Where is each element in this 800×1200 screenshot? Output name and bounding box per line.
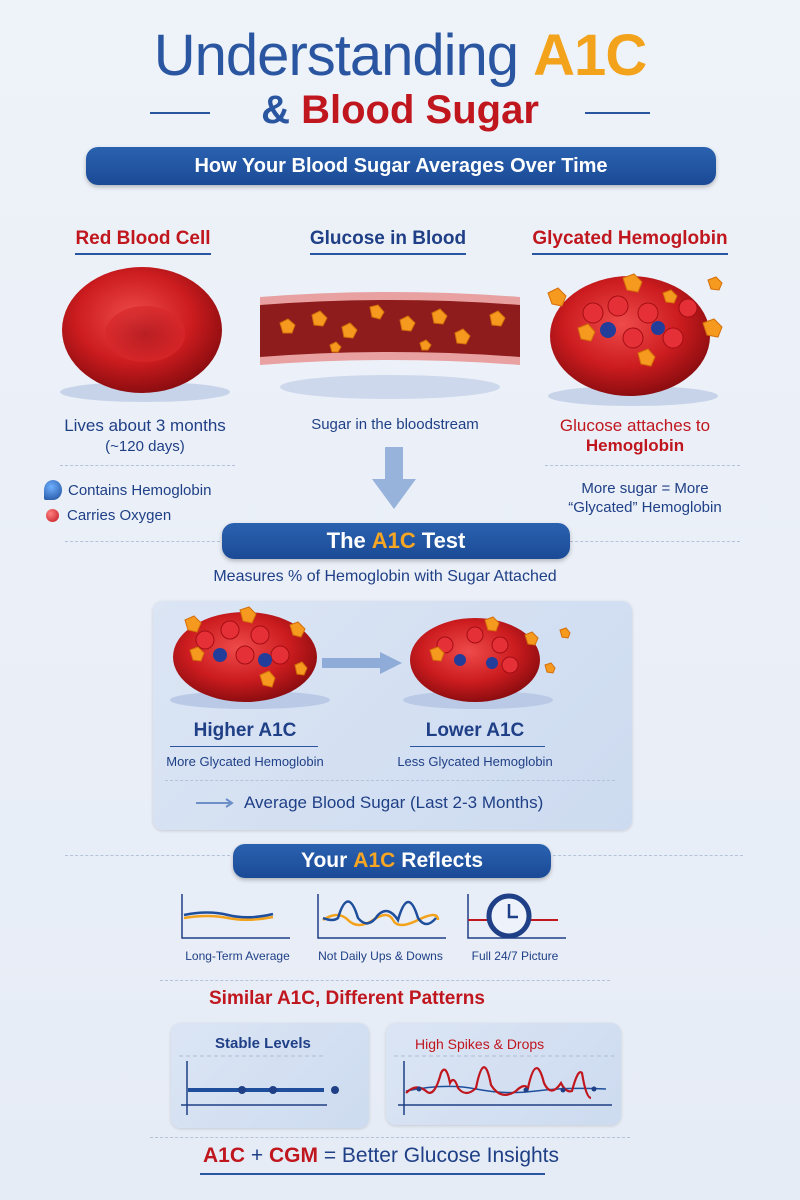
banner-text: Reflects — [401, 849, 483, 872]
right-arrow-icon — [322, 652, 402, 674]
lower-a1c-label: Lower A1C — [425, 720, 525, 741]
banner-text: The — [326, 528, 366, 553]
stable-levels-chart — [179, 1055, 339, 1115]
red-dot-icon — [46, 509, 59, 522]
blood-vessel-illustration — [260, 292, 520, 399]
reflects-label-2: Not Daily Ups & Downs — [318, 949, 443, 963]
a1c-test-description: Measures % of Hemoglobin with Sugar Atta… — [213, 568, 557, 585]
divider — [150, 1137, 630, 1138]
divider — [160, 980, 610, 981]
footer-tagline: A1C + CGM = Better Glucose Insights — [203, 1144, 559, 1168]
title-highlight: A1C — [533, 23, 647, 88]
divider — [165, 780, 615, 781]
higher-a1c-label: Higher A1C — [193, 720, 297, 741]
title-main: Understanding — [153, 23, 519, 88]
patterns-title: Similar A1C, Different Patterns — [209, 988, 485, 1009]
page-subtitle: & Blood Sugar — [0, 88, 800, 133]
clock-icon — [467, 893, 566, 939]
bullet-hemoglobin: Contains Hemoglobin — [44, 480, 211, 500]
banner-text: Test — [421, 528, 466, 553]
right-arrow-icon — [196, 798, 234, 808]
lower-a1c-cell — [403, 616, 571, 709]
more-sugar-1: More sugar = More — [581, 480, 709, 497]
divider — [545, 465, 740, 466]
footer-a1c: A1C — [203, 1144, 246, 1167]
page-title: Understanding A1C — [0, 22, 800, 89]
banner-text: Your — [301, 849, 348, 872]
stable-levels-label: Stable Levels — [215, 1035, 311, 1052]
divider — [60, 465, 235, 466]
lower-a1c-sub: Less Glycated Hemoglobin — [397, 754, 553, 769]
glycated-cell-illustration — [547, 273, 723, 406]
glycated-description-2: Hemoglobin — [585, 436, 685, 455]
divider — [65, 855, 230, 856]
heading-glucose: Glucose in Blood — [309, 228, 467, 255]
spikes-label: High Spikes & Drops — [415, 1036, 545, 1052]
stable-levels-panel: Stable Levels — [171, 1023, 369, 1128]
divider — [150, 112, 210, 114]
intro-banner: How Your Blood Sugar Averages Over Time — [86, 147, 716, 185]
down-arrow-icon — [372, 447, 416, 509]
glucose-description: Sugar in the bloodstream — [311, 416, 479, 433]
spikes-chart — [394, 1055, 614, 1115]
bullet-label: Carries Oxygen — [67, 507, 172, 524]
bullet-label: Contains Hemoglobin — [68, 481, 212, 499]
higher-a1c-cell — [170, 606, 330, 709]
rbc-days: (~120 days) — [105, 438, 185, 455]
higher-a1c-sub: More Glycated Hemoglobin — [166, 754, 324, 769]
footer-cgm: CGM — [268, 1144, 318, 1167]
divider — [170, 746, 318, 747]
average-note: Average Blood Sugar (Last 2-3 Months) — [196, 793, 543, 813]
footer-underline — [200, 1173, 545, 1175]
red-blood-cell-illustration — [60, 267, 230, 402]
subtitle-red: Blood Sugar — [301, 88, 539, 132]
divider — [410, 746, 545, 747]
divider — [553, 855, 743, 856]
hemoglobin-icon — [44, 480, 62, 500]
heading-glycated: Glycated Hemoglobin — [532, 228, 728, 255]
divider — [65, 541, 225, 542]
divider — [585, 112, 650, 114]
more-sugar-2: “Glycated” Hemoglobin — [568, 499, 722, 516]
spikes-panel: High Spikes & Drops — [386, 1023, 621, 1125]
bullet-oxygen: Carries Oxygen — [46, 507, 171, 524]
ups-downs-icon — [317, 894, 446, 939]
subtitle-amp: & — [261, 88, 290, 132]
reflects-icons — [181, 893, 566, 939]
footer-plus: + — [250, 1144, 264, 1167]
reflects-label-1: Long-Term Average — [185, 949, 290, 963]
reflects-label-3: Full 24/7 Picture — [471, 949, 559, 963]
long-term-average-icon — [181, 894, 290, 939]
banner-highlight: A1C — [371, 528, 416, 553]
average-label: Average Blood Sugar (Last 2-3 Months) — [244, 793, 544, 812]
divider — [570, 541, 740, 542]
banner-highlight: A1C — [353, 849, 396, 872]
rbc-lifespan: Lives about 3 months — [64, 416, 226, 435]
heading-red-blood-cell: Red Blood Cell — [75, 228, 211, 255]
footer-rest: = Better Glucose Insights — [323, 1144, 560, 1167]
glycated-description-1: Glucose attaches to — [559, 416, 711, 435]
